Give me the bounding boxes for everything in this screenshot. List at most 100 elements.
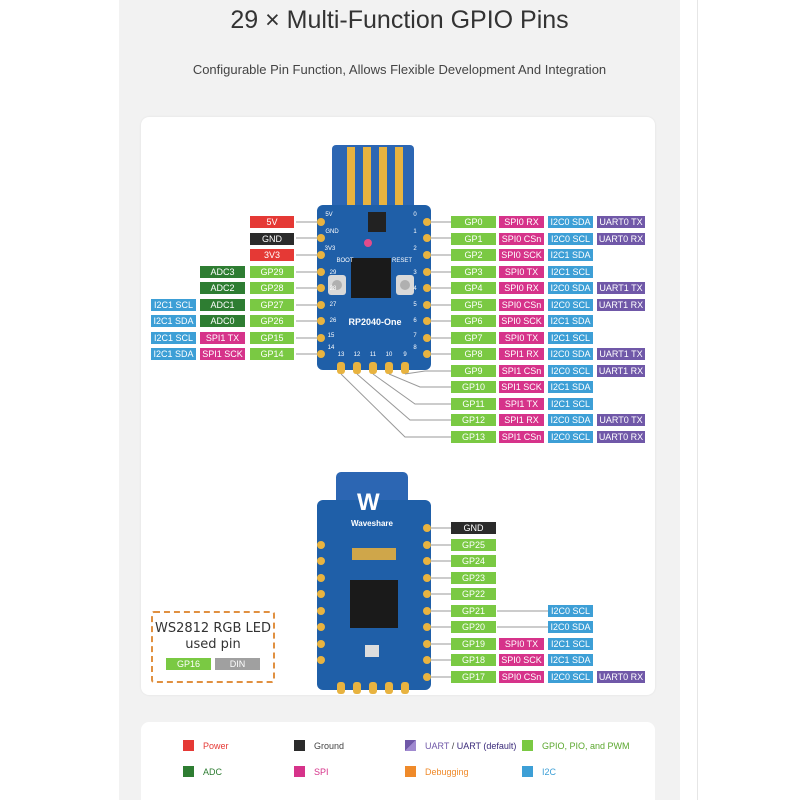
legend-power-swatch [183, 740, 194, 751]
pin-gp3: GP3 [451, 266, 496, 278]
pin-gp20: GP20 [451, 621, 496, 633]
pin-uart1-rx: UART1 RX [597, 365, 645, 377]
pin-i2c0-sda: I2C0 SDA [548, 414, 593, 426]
pin-gp29: GP29 [250, 266, 294, 278]
pin-gp0: GP0 [451, 216, 496, 228]
pin-i2c1-sda: I2C1 SDA [151, 315, 196, 327]
pin-i2c0-sda: I2C0 SDA [548, 348, 593, 360]
usb-contact [395, 147, 403, 205]
silk-3v3: 3V3 [324, 246, 336, 252]
pin-i2c1-scl: I2C1 SCL [548, 332, 593, 344]
legend-spi-swatch [294, 766, 305, 777]
legend-debug-swatch [405, 766, 416, 777]
legend-ground-swatch [294, 740, 305, 751]
silk-13: 13 [337, 352, 345, 358]
led [364, 239, 372, 247]
silk-26: 26 [329, 318, 337, 324]
pin-gp1: GP1 [451, 233, 496, 245]
pin-adc2: ADC2 [200, 282, 245, 294]
pin-i2c1-scl: I2C1 SCL [548, 398, 593, 410]
silk-0: 0 [413, 212, 417, 218]
pin-gp23: GP23 [451, 572, 496, 584]
silk-15: 15 [327, 333, 335, 339]
pin-spi0-tx: SPI0 TX [499, 266, 544, 278]
legend-adc: ADC [203, 767, 223, 777]
silk-27: 27 [329, 302, 337, 308]
legend-i2c: I2C [542, 767, 557, 777]
legend-power: Power [203, 741, 229, 751]
pin-gp28: GP28 [250, 282, 294, 294]
pin-gp15: GP15 [250, 332, 294, 344]
pin-spi1-tx: SPI1 TX [200, 332, 245, 344]
pin-i2c1-scl: I2C1 SCL [548, 266, 593, 278]
pin-gp24: GP24 [451, 555, 496, 567]
legend-gpio-swatch [522, 740, 533, 751]
pin-gp12: GP12 [451, 414, 496, 426]
pin-gp25: GP25 [451, 539, 496, 551]
legend-gpio: GPIO, PIO, and PWM [542, 741, 630, 751]
pin-uart0-rx: UART0 RX [597, 431, 645, 443]
pin-gp7: GP7 [451, 332, 496, 344]
pin-i2c0-scl: I2C0 SCL [548, 671, 593, 683]
usb-contact [363, 147, 371, 205]
pin-i2c1-scl: I2C1 SCL [151, 299, 196, 311]
pin-gnd: GND [250, 233, 294, 245]
legend-spi: SPI [314, 767, 329, 777]
bottom-pads [337, 362, 409, 374]
board2-leaders [431, 527, 548, 678]
pin-spi0-tx: SPI0 TX [499, 332, 544, 344]
silk-8: 8 [413, 345, 417, 351]
pin-gp5: GP5 [451, 299, 496, 311]
legend-i2c-swatch [522, 766, 533, 777]
pin-i2c1-scl: I2C1 SCL [151, 332, 196, 344]
pin-spi1-sck: SPI1 SCK [499, 381, 544, 393]
pin-gp6: GP6 [451, 315, 496, 327]
pin-spi1-csn: SPI1 CSn [499, 431, 544, 443]
silk-10: 10 [385, 352, 393, 358]
leader-lines [296, 221, 452, 438]
board2-brand: Waveshare [351, 519, 393, 528]
legend-card [141, 722, 655, 800]
pin-i2c1-sda: I2C1 SDA [548, 654, 593, 666]
silk-reset: RESET [391, 258, 412, 264]
pin-uart1-tx: UART1 TX [597, 282, 645, 294]
board2-bottom-pads [337, 682, 409, 694]
silk-6: 6 [413, 318, 417, 324]
pin-spi0-csn: SPI0 CSn [499, 299, 544, 311]
silk-1: 1 [413, 229, 417, 235]
pin-i2c1-sda: I2C1 SDA [548, 249, 593, 261]
legend-uart-swatch [405, 740, 416, 751]
legend-uart: UART / UART (default) [425, 741, 517, 751]
pin-gp10: GP10 [451, 381, 496, 393]
pin-3v3: 3V3 [250, 249, 294, 261]
pin-gp19: GP19 [451, 638, 496, 650]
pin-spi0-rx: SPI0 RX [499, 216, 544, 228]
pin-gp4: GP4 [451, 282, 496, 294]
pin-i2c0-sda: I2C0 SDA [548, 621, 593, 633]
waveshare-logo-icon: W [357, 489, 380, 516]
small-chip [368, 212, 386, 232]
pin-spi0-csn: SPI0 CSn [499, 233, 544, 245]
ws2812-title: WS2812 RGB LED [155, 621, 271, 636]
legend-debugging: Debugging [425, 767, 469, 777]
pin-spi1-rx: SPI1 RX [499, 414, 544, 426]
pin-gp22: GP22 [451, 588, 496, 600]
pin-spi0-sck: SPI0 SCK [499, 654, 544, 666]
pin-gp8: GP8 [451, 348, 496, 360]
pin-i2c0-sda: I2C0 SDA [548, 216, 593, 228]
pin-5v: 5V [250, 216, 294, 228]
pin-i2c0-scl: I2C0 SCL [548, 299, 593, 311]
pin-i2c0-scl: I2C0 SCL [548, 431, 593, 443]
pin-adc1: ADC1 [200, 299, 245, 311]
legend-adc-swatch [183, 766, 194, 777]
pin-gp11: GP11 [451, 398, 496, 410]
pin-uart1-rx: UART1 RX [597, 299, 645, 311]
pin-i2c1-sda: I2C1 SDA [548, 381, 593, 393]
pin-i2c0-sda: I2C0 SDA [548, 282, 593, 294]
ws2812-note: WS2812 RGB LED used pin GP16 DIN [151, 611, 275, 683]
silk-12: 12 [353, 352, 361, 358]
page-subtitle: Configurable Pin Function, Allows Flexib… [192, 62, 607, 77]
pin-spi1-sck: SPI1 SCK [200, 348, 245, 360]
silk-boot: BOOT [336, 258, 354, 264]
